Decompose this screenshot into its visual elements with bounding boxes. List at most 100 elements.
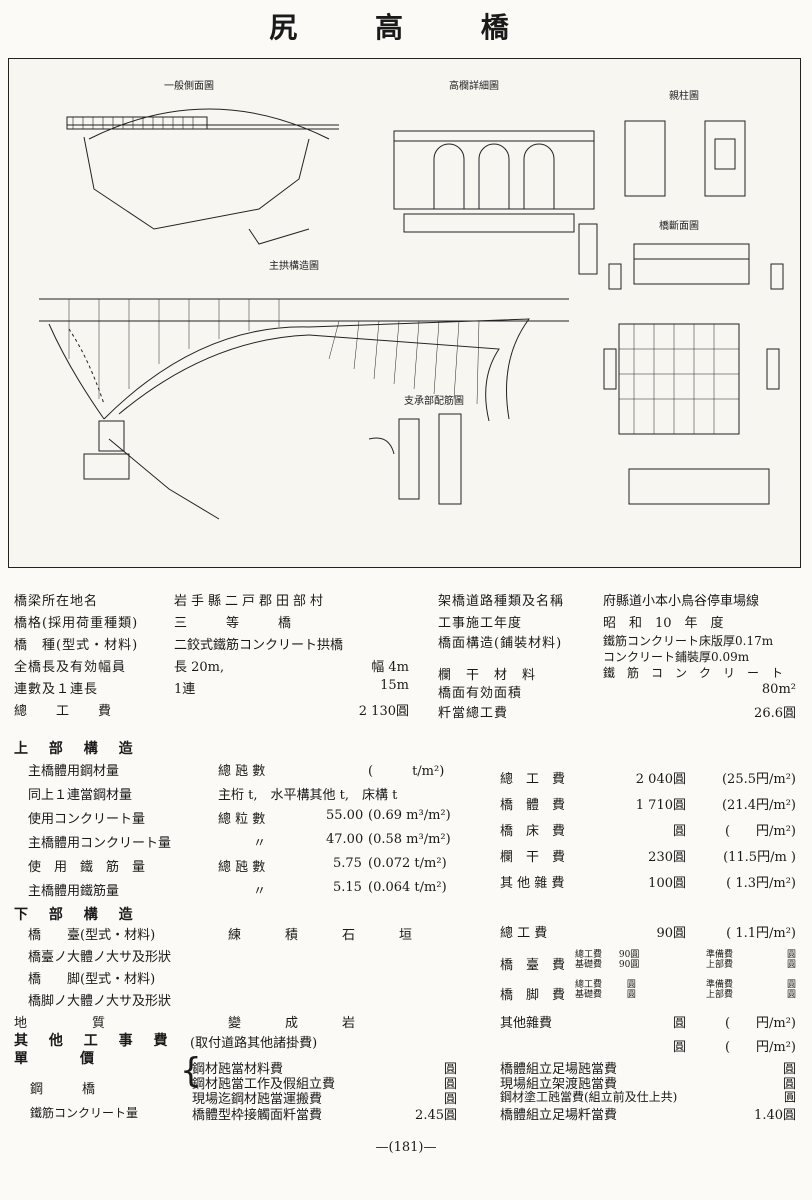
other-heading: 其 他 工 事 費: [14, 1033, 176, 1049]
cost-unit: ( 円/m²): [724, 1040, 796, 1055]
cost-label: 其 他 雜 費: [500, 876, 565, 891]
price-item: 鋼材塗工瓲當費(組立前及仕上共) 圓: [500, 1088, 796, 1105]
price-label: 橋體組立足場瓲當費: [500, 1062, 618, 1077]
abut-sub-right: 準備費 圓 上部費 圓: [706, 950, 796, 970]
cost-amount: 1 710圓: [635, 798, 686, 813]
cost-unit: ( 1.1円/m²): [726, 926, 796, 941]
upper-label: 使用コンクリート量: [28, 812, 146, 827]
lower-label: 橋 脚(型式・材料): [28, 972, 156, 987]
upper-label: 主橋體用鋼材量: [28, 764, 120, 779]
upper-row: 使 用 鐵 筋 量 總 瓲 數 5.75 (0.072 t/m²): [28, 856, 468, 875]
brace-icon: {: [180, 1051, 202, 1091]
spec-label: 橋面有効面積: [438, 686, 523, 701]
spec-label: 橋 種(型式・材料): [14, 638, 139, 653]
lower-label: 橋脚ノ大體ノ大サ及形狀: [28, 994, 172, 1009]
spec-row-location: 橋梁所在地名 岩手縣二戸郡田部村: [14, 590, 409, 609]
cost-amount: 圓: [672, 1040, 686, 1055]
lower-misc-row: 其他雜費 圓 ( 円/m²): [500, 1012, 796, 1031]
upper-num: 47.00: [326, 832, 364, 847]
upper-label: 使 用 鐵 筋 量: [28, 860, 146, 875]
drawing-title-cross-section: 橋斷面圖: [659, 219, 699, 232]
upper-heading: 上 部 構 造: [14, 741, 141, 757]
spec-label: 總 工 費: [14, 704, 113, 719]
abut-sub-value: 90圓: [618, 950, 640, 960]
price-label: 現場組立架渡瓲當費: [500, 1077, 618, 1092]
pier-sub-value: 圓: [786, 990, 796, 1000]
upper-cost-row: 橋 體 費 1 710圓 (21.4円/m²): [500, 794, 796, 813]
pier-sub-label: 總工費: [575, 980, 603, 990]
pier-sub-label: 基礎費: [575, 990, 603, 1000]
spec-value: 鐵 筋 コ ン ク リ ー ト: [603, 666, 784, 680]
pier-sub-right: 準備費 圓 上部費 圓: [706, 980, 796, 1000]
upper-sub: 總 瓲 數: [218, 764, 266, 779]
drawing-title-railing: 高欄詳細圖: [449, 79, 499, 92]
price-item: 橋體型枠接觸面粁當費 2.45圓: [192, 1104, 457, 1123]
spec-label: 全橋長及有効幅員: [14, 660, 127, 675]
price-amount: 圓: [443, 1092, 457, 1107]
abut-sub-label: 總工費: [575, 950, 603, 960]
spec-value: 昭 和 10 年 度: [603, 616, 724, 631]
cost-amount: 2 040圓: [635, 772, 686, 787]
upper-label: 主橋體用鐵筋量: [28, 884, 120, 899]
upper-cost-row: 橋 床 費 圓 ( 円/m²): [500, 820, 796, 839]
pier-sub-label: 上部費: [706, 990, 734, 1000]
spec-value: 長 20m,: [174, 660, 225, 675]
lower-value: 練 積 石 垣: [228, 928, 419, 943]
price-amount: 圓: [782, 1077, 796, 1092]
upper-label: 主橋體用コンクリート量: [28, 836, 172, 851]
spec-value: 二鉸式鐵筋コンクリート拱橋: [174, 638, 344, 653]
upper-num: 5.15: [333, 880, 362, 895]
cost-label: 欄 干 費: [500, 850, 566, 865]
pier-sub-left: 總工費 圓 基礎費 圓: [575, 980, 636, 1000]
abut-sub-value: 圓: [786, 960, 796, 970]
cost-label: 其他雜費: [500, 1016, 553, 1031]
lower-label: 橋臺ノ大體ノ大サ及形狀: [28, 950, 172, 965]
spec-value-2: 幅 4m: [371, 660, 409, 675]
spec-value: 80m²: [761, 682, 796, 697]
spec-row-railing: 欄 干 材 料 鐵 筋 コ ン ク リ ー ト: [438, 664, 796, 683]
lower-row: 橋臺ノ大體ノ大サ及形狀: [28, 946, 171, 965]
cost-label: 橋 臺 費: [500, 958, 566, 973]
upper-sub: 〃: [253, 836, 267, 851]
abut-sub-value: 90圓: [618, 960, 640, 970]
upper-unit: (0.072 t/m²): [368, 856, 447, 871]
cost-label: 總 工 費: [500, 926, 548, 941]
price-amount: 圓: [443, 1077, 457, 1092]
abut-sub-label: 上部費: [706, 960, 734, 970]
spec-label: 橋格(採用荷重種類): [14, 616, 139, 631]
upper-cost-row: 欄 干 費 230圓 (11.5円/m ): [500, 846, 796, 865]
spec-row-grade: 橋格(採用荷重種類) 三 等 橋: [14, 612, 409, 631]
pier-sub-value: 圓: [626, 980, 636, 990]
spec-row-spans: 連數及１連長 1連 15m: [14, 678, 409, 697]
price-item: 現場迄鋼材瓲當運搬費 圓: [192, 1088, 457, 1107]
price-label: 橋體組立足場粁當費: [500, 1108, 618, 1123]
abut-sub-label: 基礎費: [575, 960, 603, 970]
price-item: 橋體組立足場瓲當費 圓: [500, 1058, 796, 1077]
spec-row-type: 橋 種(型式・材料) 二鉸式鐵筋コンクリート拱橋: [14, 634, 409, 653]
cost-unit: ( 1.3円/m²): [726, 876, 796, 891]
spec-value: 鐵筋コンクリート床版厚0.17m: [603, 634, 774, 648]
cost-unit: (25.5円/m²): [721, 772, 796, 787]
page-number: —(181)—: [375, 1140, 437, 1155]
price-item: 鋼材瓲當工作及假組立費 圓: [192, 1073, 457, 1092]
spec-label: 架橋道路種類及名稱: [438, 594, 565, 609]
cost-amount: 90圓: [656, 926, 686, 941]
cost-unit: ( 円/m²): [724, 1016, 796, 1031]
lower-row: 橋 脚(型式・材料): [28, 968, 155, 987]
price-amount: 2.45圓: [415, 1108, 457, 1123]
upper-num: 55.00: [326, 808, 364, 823]
price-label: 鋼材瓲當工作及假組立費: [192, 1077, 336, 1092]
drawing-title-arch: 主拱構造圖: [269, 259, 319, 272]
price-label: 鋼材塗工瓲當費(組立前及仕上共): [500, 1090, 678, 1104]
spec-row-road: 架橋道路種類及名稱 府縣道小本小鳥谷停車場線: [438, 590, 796, 609]
pier-cost-row: 橋 脚 費 總工費 圓 基礎費 圓 準備費 圓 上部費 圓: [500, 980, 796, 1004]
upper-unit: (0.69 m³/m²): [368, 808, 451, 823]
upper-unit: ( t/m²): [368, 764, 445, 779]
page-title: 尻 高 橋: [269, 11, 543, 44]
cost-amount: 圓: [672, 1016, 686, 1031]
cost-amount: 圓: [672, 824, 686, 839]
steel-label: 鋼 橋: [30, 1082, 96, 1097]
spec-label: 連數及１連長: [14, 682, 99, 697]
cost-amount: 100圓: [648, 876, 686, 891]
price-item: 橋體組立足場粁當費 1.40圓: [500, 1104, 796, 1123]
